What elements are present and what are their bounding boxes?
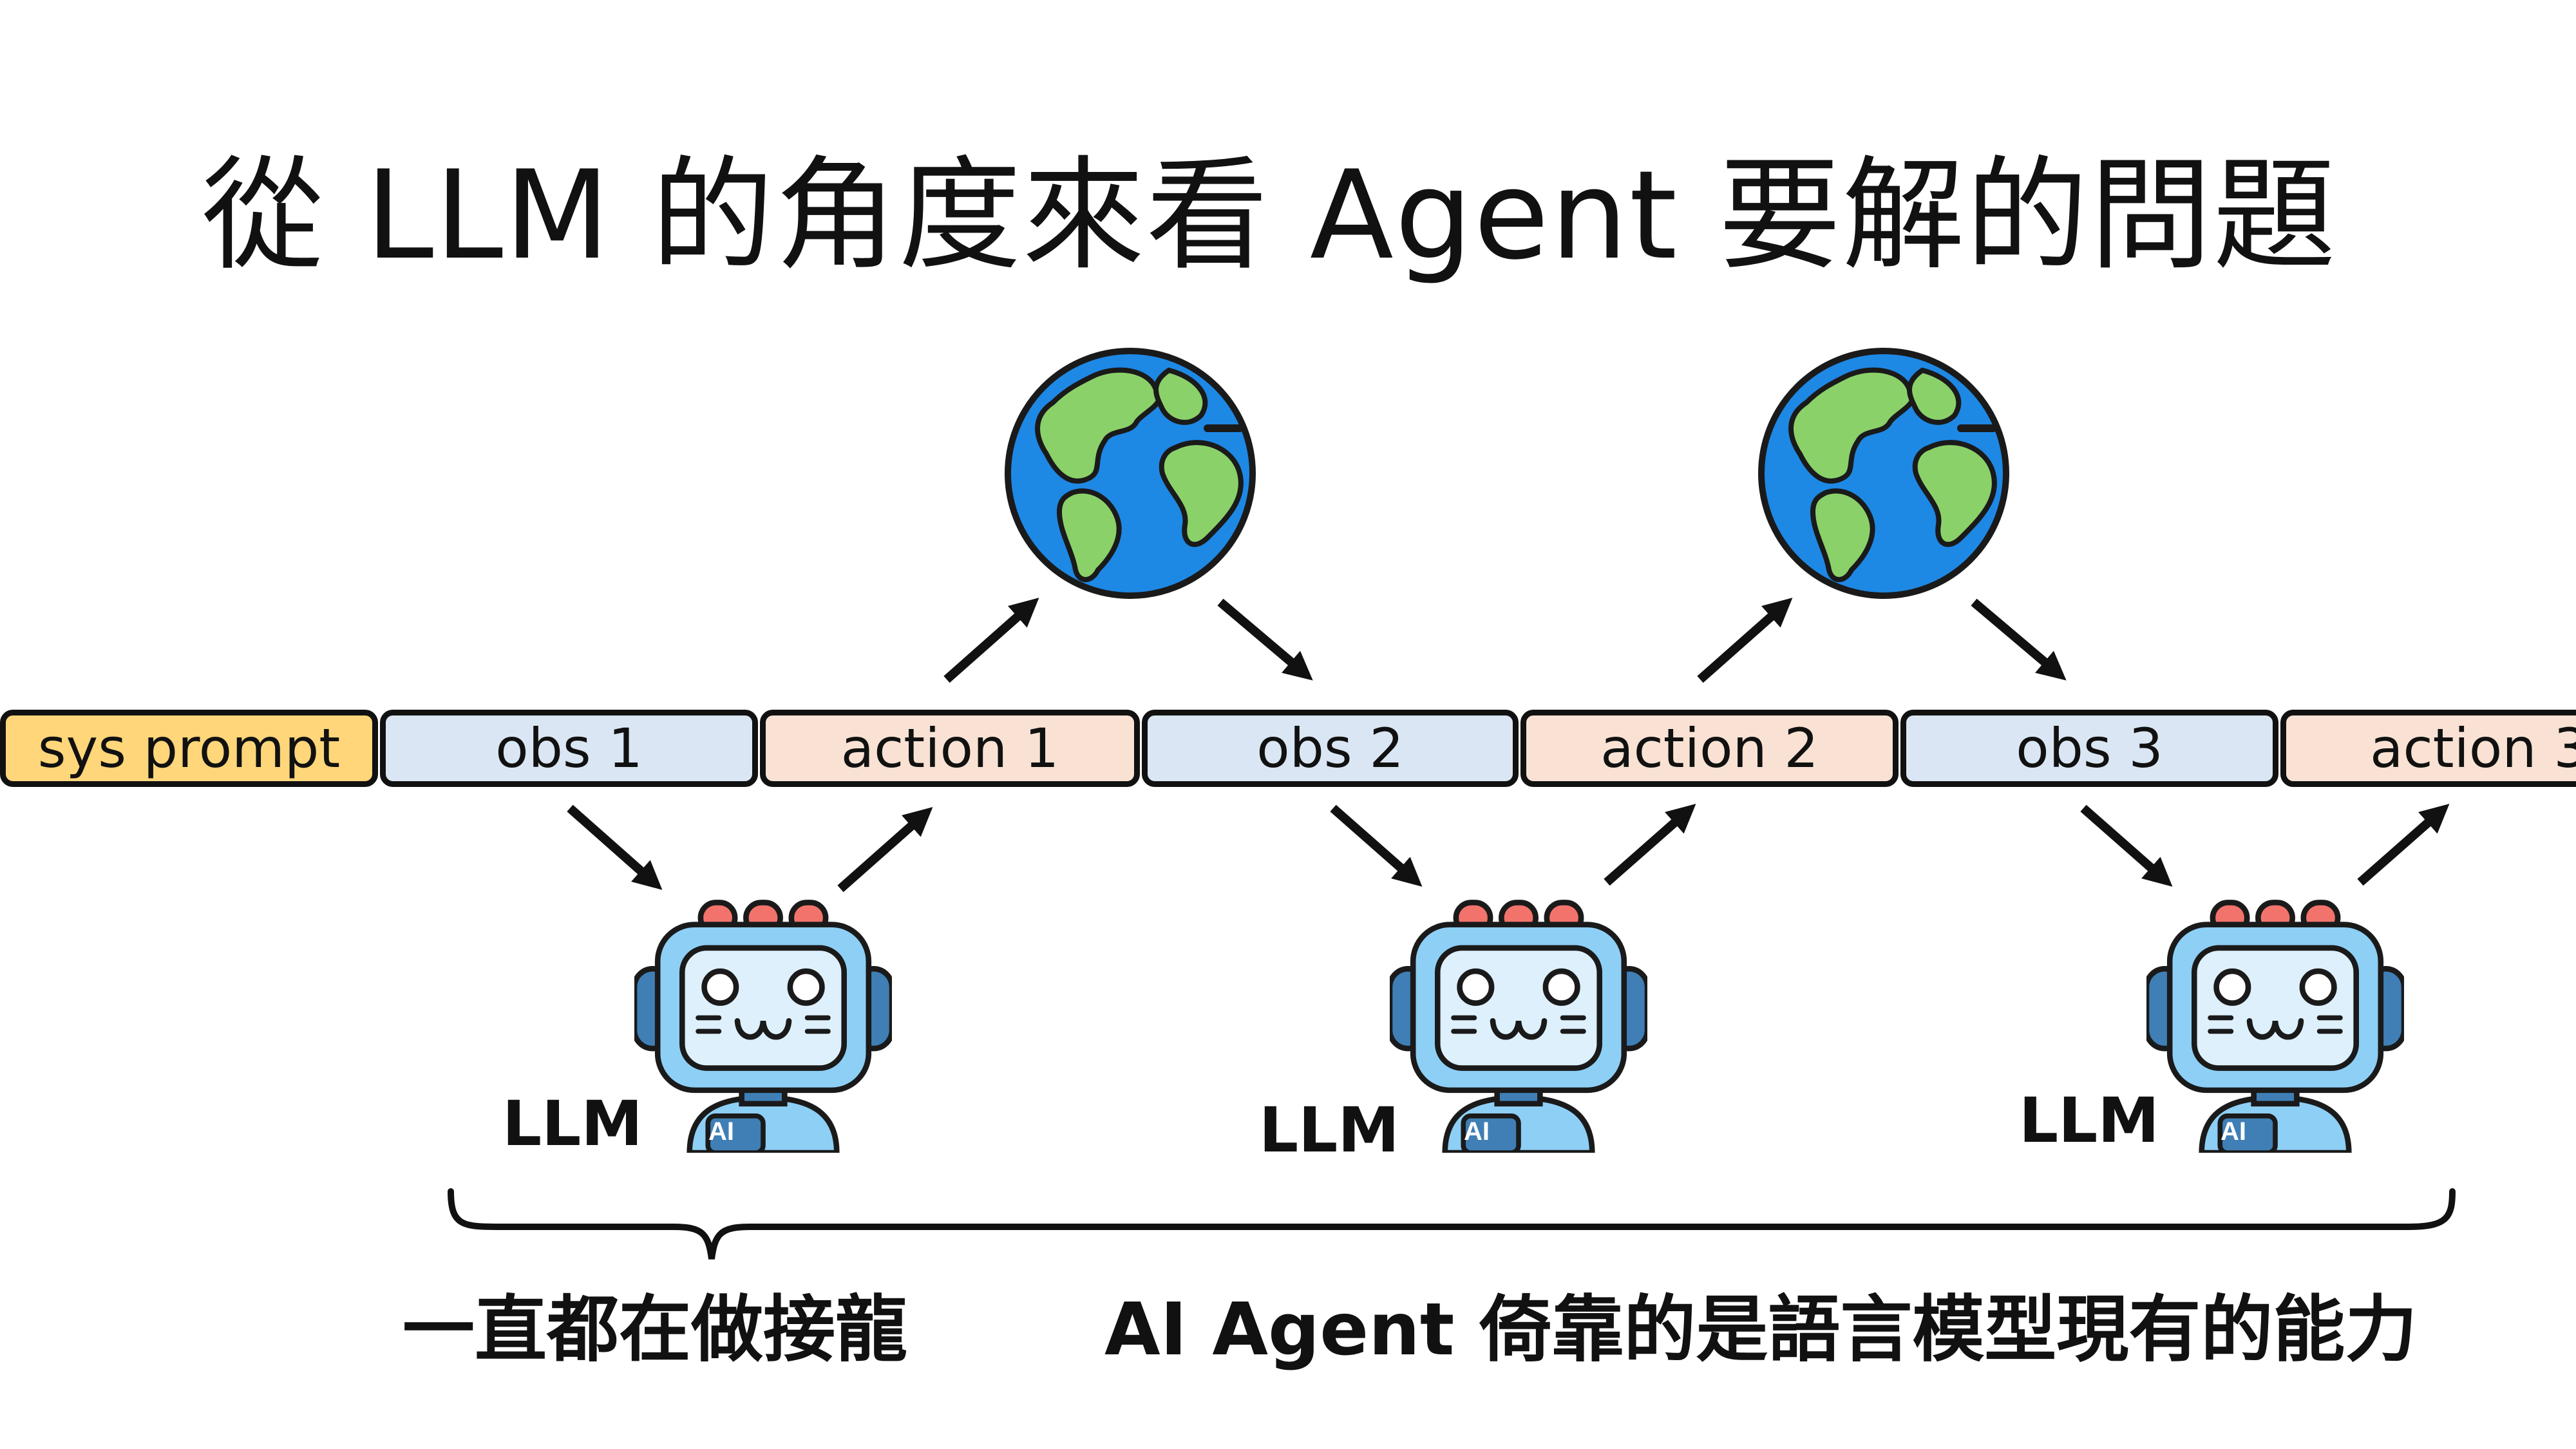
sequence-label: obs 2 bbox=[1256, 717, 1404, 780]
sequence-box-obs-3: obs 3 bbox=[1900, 710, 2278, 787]
arrow-icon bbox=[567, 804, 663, 890]
arrow-icon bbox=[1330, 804, 1423, 887]
sequence-label: action 1 bbox=[840, 717, 1059, 780]
arrow-icon bbox=[2080, 804, 2173, 887]
globe-icon bbox=[1761, 351, 2006, 596]
caption-left: 一直都在做接龍 bbox=[402, 1288, 907, 1372]
robot-icon bbox=[2146, 902, 2404, 1153]
arrow-icon bbox=[837, 807, 933, 893]
robot-icon bbox=[634, 902, 892, 1153]
llm-label: LLM bbox=[2019, 1084, 2159, 1157]
sequence-box-sys-prompt: sys prompt bbox=[0, 710, 378, 787]
sequence-box-obs-1: obs 1 bbox=[380, 710, 758, 787]
sequence-label: obs 1 bbox=[495, 717, 643, 780]
sequence-label: sys prompt bbox=[37, 717, 341, 780]
sequence-label: action 2 bbox=[1600, 717, 1819, 780]
page-title: 從 LLM 的角度來看 Agent 要解的問題 bbox=[202, 144, 2337, 287]
arrow-icon bbox=[1604, 804, 1696, 886]
arrow-icon bbox=[1697, 598, 1793, 683]
robot-icon bbox=[1390, 902, 1647, 1153]
globe-icon bbox=[1008, 351, 1253, 596]
robot-badge: AI bbox=[2221, 1117, 2246, 1146]
arrow-icon bbox=[2357, 804, 2450, 886]
sequence-box-action-1: action 1 bbox=[760, 710, 1140, 787]
sequence-box-action-3: action 3 bbox=[2280, 710, 2576, 787]
robot-badge: AI bbox=[1464, 1117, 1490, 1146]
sequence-box-action-2: action 2 bbox=[1520, 710, 1899, 787]
arrow-icon bbox=[1971, 598, 2067, 681]
sequence-label: action 3 bbox=[2370, 717, 2576, 780]
sequence-label: obs 3 bbox=[2016, 717, 2163, 780]
sequence-box-obs-2: obs 2 bbox=[1142, 710, 1519, 787]
arrow-icon bbox=[943, 598, 1039, 683]
arrow-icon bbox=[1217, 598, 1313, 681]
llm-label: LLM bbox=[1259, 1094, 1399, 1166]
curly-brace bbox=[448, 1188, 2456, 1260]
caption-right: AI Agent 倚靠的是語言模型現有的能力 bbox=[1104, 1288, 2418, 1372]
llm-label: LLM bbox=[502, 1088, 643, 1160]
robot-badge: AI bbox=[708, 1117, 734, 1146]
